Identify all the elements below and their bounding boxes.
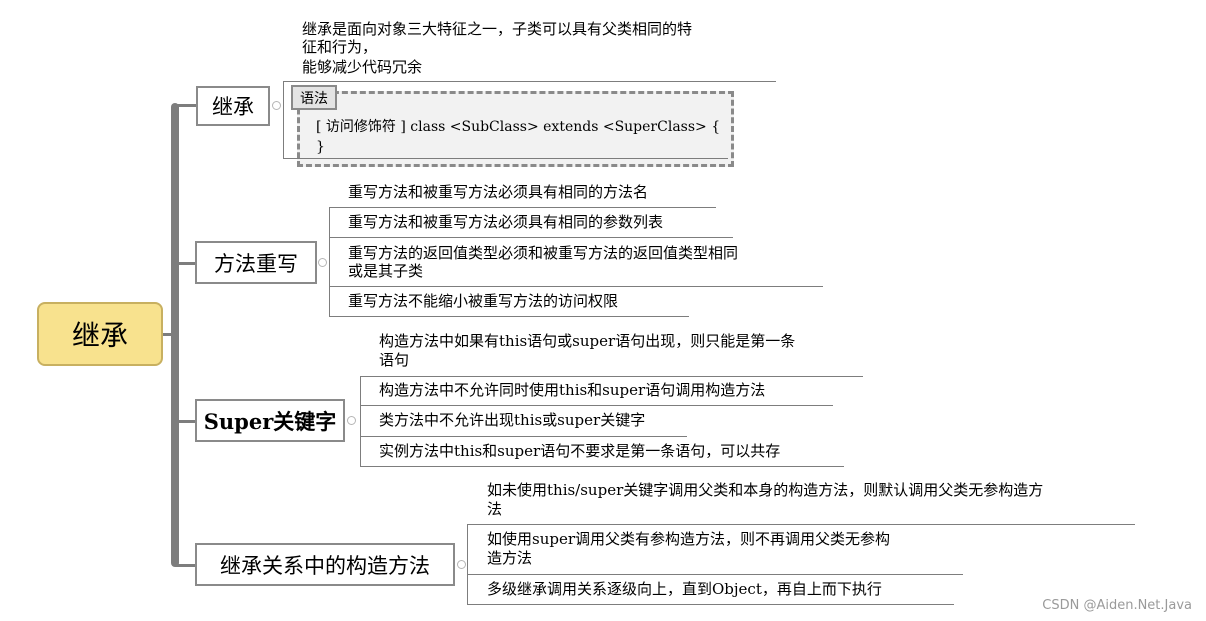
leaf-text: 重写方法不能缩小被重写方法的访问权限 [348, 292, 619, 310]
leaf-underline [360, 376, 863, 377]
branch2-connector [175, 262, 196, 265]
leaf-text: 造方法 [487, 549, 533, 567]
branch-inheritance-constructor-label: 继承关系中的构造方法 [220, 553, 430, 578]
syntax-box [297, 91, 734, 167]
leaf-text: 能够减少代码冗余 [302, 58, 423, 76]
leaf-text: 法 [487, 500, 503, 518]
leaf-text: 实例方法中this和super语句不要求是第一条语句，可以共存 [379, 442, 781, 460]
root-connector [163, 333, 175, 336]
syntax-tag: 语法 [291, 85, 337, 110]
watermark: CSDN @Aiden.Net.Java [1042, 598, 1192, 613]
leaf-text: 语句 [379, 351, 410, 369]
branch-inheritance-constructor[interactable]: 继承关系中的构造方法 [195, 543, 455, 586]
branch2-leaf-bracket [329, 207, 330, 317]
leaf-text: 重写方法和被重写方法必须具有相同的方法名 [348, 183, 649, 201]
branch4-leaf-bracket [467, 524, 468, 605]
branch1-leaf-bracket [283, 81, 284, 159]
leaf-underline [360, 405, 833, 406]
leaf-underline [467, 524, 1135, 525]
leaf-text: 构造方法中如果有this语句或super语句出现，则只能是第一条 [379, 332, 796, 350]
branch-method-override-label: 方法重写 [214, 251, 298, 276]
leaf-underline [329, 316, 689, 317]
branch-inheritance-label: 继承 [212, 95, 254, 119]
leaf-underline [283, 158, 728, 159]
branch-super-keyword-label: Super关键字 [203, 408, 337, 434]
collapse-toggle-icon[interactable] [272, 101, 281, 110]
leaf-text: 如使用super调用父类有参构造方法，则不再调用父类无参构 [487, 530, 891, 548]
branch3-leaf-bracket [360, 376, 361, 467]
leaf-underline [283, 81, 776, 82]
leaf-underline [329, 237, 733, 238]
syntax-tag-label: 语法 [300, 90, 328, 107]
branch1-connector [175, 104, 197, 107]
leaf-text: 重写方法的返回值类型必须和被重写方法的返回值类型相同 [348, 244, 739, 262]
leaf-underline [329, 286, 823, 287]
collapse-toggle-icon[interactable] [457, 560, 466, 569]
syntax-line-1: [ 访问修饰符 ] class <SubClass> extends <Supe… [316, 119, 721, 135]
branch3-connector [175, 420, 196, 423]
branch-super-keyword[interactable]: Super关键字 [195, 399, 345, 442]
leaf-underline [467, 574, 963, 575]
root-label: 继承 [71, 319, 128, 352]
leaf-text: 类方法中不允许出现this或super关键字 [379, 411, 646, 429]
syntax-line-2: } [316, 139, 325, 155]
main-spine [171, 103, 179, 567]
leaf-underline [467, 604, 954, 605]
leaf-text: 多级继承调用关系逐级向上，直到Object，再自上而下执行 [487, 580, 882, 598]
syntax-code: [ 访问修饰符 ] class <SubClass> extends <Supe… [316, 117, 720, 157]
branch4-connector [175, 564, 196, 567]
leaf-underline [329, 207, 716, 208]
leaf-text: 或是其子类 [348, 262, 424, 280]
root-node[interactable]: 继承 [37, 302, 163, 366]
collapse-toggle-icon[interactable] [318, 258, 327, 267]
leaf-text: 重写方法和被重写方法必须具有相同的参数列表 [348, 213, 664, 231]
leaf-underline [360, 436, 687, 437]
branch-inheritance[interactable]: 继承 [196, 86, 270, 126]
leaf-text: 继承是面向对象三大特征之一，子类可以具有父类相同的特 [302, 20, 693, 38]
branch-method-override[interactable]: 方法重写 [195, 241, 317, 284]
leaf-text: 如未使用this/super关键字调用父类和本身的构造方法，则默认调用父类无参构… [487, 481, 1044, 499]
leaf-text: 构造方法中不允许同时使用this和super语句调用构造方法 [379, 381, 766, 399]
leaf-underline [360, 466, 844, 467]
leaf-text: 征和行为， [302, 38, 378, 56]
collapse-toggle-icon[interactable] [347, 416, 356, 425]
